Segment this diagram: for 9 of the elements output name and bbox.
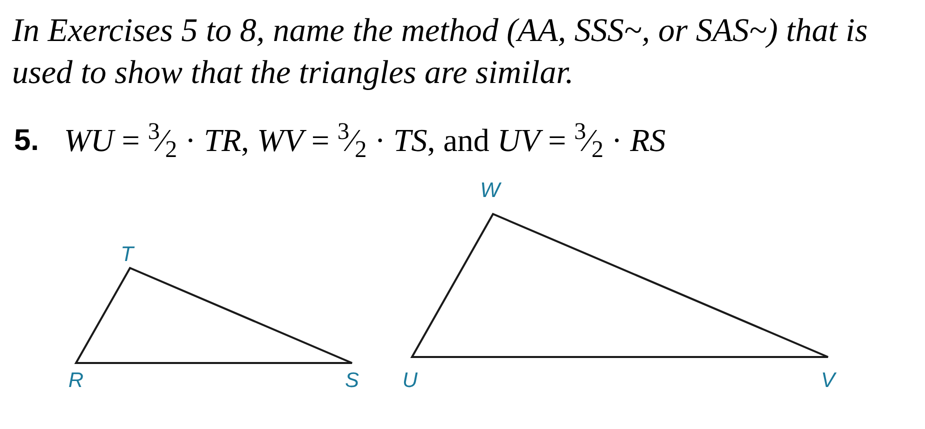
vertex-label: S (345, 370, 359, 392)
vertex-label: V (821, 370, 835, 392)
equation: WU = $^{3}$⁄$_{2}$ · TR, WV = $^{3}$⁄$_{2}$ · TS, and UV = $^{3}$⁄$_{2}$ · RS (64, 119, 666, 161)
vertex-label: W (480, 180, 500, 202)
vertex-label: U (402, 370, 418, 392)
instructions: In Exercises 5 to 8, name the method (AA, SSS~, or SAS~) that is used to show that the triangles are similar. (12, 12, 869, 93)
exercise-number: 5. (14, 123, 40, 159)
vertex-label: T (120, 244, 134, 266)
vertex-label: R (68, 370, 84, 392)
